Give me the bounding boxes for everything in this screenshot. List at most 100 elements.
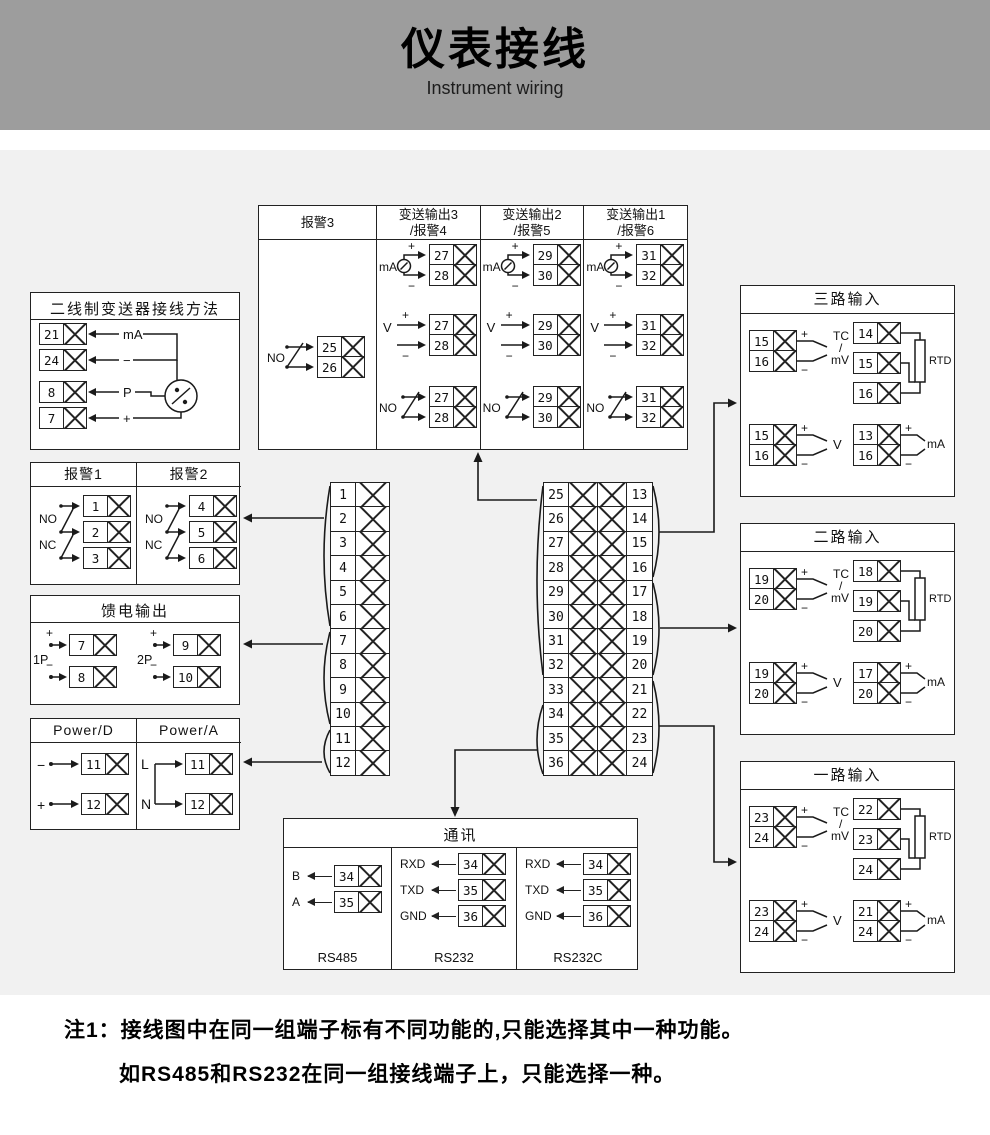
output-columns: 报警3 NO (259, 206, 688, 449)
terminal-number: 12 (81, 793, 106, 815)
page-header: 仪表接线 Instrument wiring (0, 0, 990, 130)
terminal-screw-icon (557, 334, 581, 357)
terminal: 30 (532, 334, 581, 357)
input-panel-title: 三路输入 (813, 290, 882, 308)
minus-label: − (609, 349, 617, 363)
terminal-number: 18 (853, 560, 878, 582)
terminal: 27 (429, 314, 477, 336)
terminal-screw-icon (774, 682, 797, 705)
minus-label: − (46, 658, 54, 672)
terminal-number: 8 (39, 381, 64, 403)
terminal-number: 17 (627, 579, 653, 606)
minus-label: − (511, 279, 519, 293)
terminal-row: 9 (330, 677, 390, 704)
terminal-number: 32 (543, 652, 569, 679)
terminal-screw-icon (64, 323, 87, 345)
column-title-line2: /报警5 (513, 222, 551, 238)
transmitter-rows: 21 mA 24 − 8 P 7 + (31, 293, 239, 449)
transmitter-row: 7 + (39, 407, 199, 429)
ma-label: mA (379, 260, 397, 274)
terminal-row: 4 (330, 555, 390, 582)
neutral-label: N (141, 796, 152, 812)
terminal-screw-icon (210, 753, 233, 775)
alarm-header: 报警1 (31, 463, 136, 487)
center-terminal-block-left: 1 2 3 4 5 6 7 (330, 482, 390, 777)
terminal-screw-icon (598, 677, 627, 704)
transmitter-row: 21 mA (39, 323, 199, 345)
terminal-screw-icon (356, 555, 390, 582)
power-panel: Power/D − + 11 12 (30, 718, 241, 830)
terminal-pair: 29 30 (532, 244, 581, 287)
terminal-number: 29 (532, 314, 558, 336)
terminal-number: 20 (749, 588, 774, 611)
alarm-header: 报警2 (137, 463, 241, 487)
terminal-number: 36 (543, 750, 569, 777)
panel-title: 馈电输出 (100, 603, 169, 620)
comm-row: RXD 34 (392, 851, 516, 877)
terminal: 9 (173, 634, 221, 656)
terminal-number: 23 (749, 900, 774, 922)
signal-label: A (292, 895, 301, 909)
transmit-output-column: 变送输出3 /报警4 (376, 206, 480, 449)
terminal-screw-icon (454, 314, 477, 336)
terminal-number: 23 (627, 726, 653, 753)
group-label: 1P (33, 653, 49, 667)
title-rule (284, 847, 637, 848)
tc-label: TC (833, 329, 849, 343)
v-label: V (833, 437, 842, 452)
two-wire-transmitter-panel: 二线制变送器接线方法 21 mA (30, 292, 240, 450)
terminal-number: 35 (334, 891, 359, 913)
communication-panel: 通讯 B 34 A 35 RS485 (283, 818, 638, 970)
terminal-number: 17 (853, 662, 878, 684)
plus-label: + (615, 239, 623, 253)
terminal-screw-icon (569, 652, 598, 679)
terminal: 35 (583, 879, 631, 901)
terminal-pair: 29 30 (532, 314, 581, 357)
terminal: 3 (83, 547, 131, 569)
terminal: 5 (189, 521, 237, 543)
minus-label: − (150, 658, 158, 672)
no-contact-label: NO (39, 512, 57, 526)
terminal: 16 (749, 350, 797, 373)
terminal-number: 19 (749, 662, 774, 684)
input-panel-header: 一路输入 (741, 762, 954, 790)
column-title-line1: 变送输出1 (606, 206, 666, 222)
terminal: 4 (189, 495, 237, 517)
rs232c-rows: RXD 34 TXD 35 GND 36 (517, 847, 639, 929)
terminal-number: 20 (749, 682, 774, 705)
terminal: 24 (749, 920, 797, 943)
terminal-number: 5 (189, 521, 214, 543)
terminal-number: 33 (543, 677, 569, 704)
terminal-screw-icon (774, 900, 797, 922)
terminal-number: 10 (330, 701, 356, 728)
terminal-screw-icon (661, 244, 685, 266)
terminal-number: 16 (749, 350, 774, 373)
no-contact-label: NO (145, 512, 163, 526)
signal-label: mA (123, 327, 143, 342)
terminal-pair: 27 28 (429, 386, 477, 429)
rs232-label: RS232 (434, 950, 474, 965)
terminal-number: 34 (458, 853, 483, 875)
no-contact-label: NO (586, 401, 605, 415)
terminal-row: 12 (330, 750, 390, 777)
terminal-number: 24 (749, 826, 774, 849)
signal-label: RXD (525, 857, 551, 871)
terminal-row: 35 23 (543, 726, 653, 753)
terminal-number: 31 (543, 628, 569, 655)
terminal-number: 5 (330, 579, 356, 606)
terminal-screw-icon (64, 407, 87, 429)
plus-label: + (408, 239, 416, 253)
terminal-row: 28 16 (543, 555, 653, 582)
terminal-number: 32 (636, 334, 662, 357)
terminal: 24 (853, 920, 901, 943)
plus-label: + (402, 308, 410, 322)
terminal-number: 12 (330, 750, 356, 777)
terminal-number: 13 (627, 482, 653, 508)
wire-arrow-icon (556, 860, 581, 868)
terminal: 12 (185, 793, 233, 815)
terminal: 22 (853, 798, 901, 820)
minus-label: − (905, 933, 913, 947)
terminal-number: 35 (458, 879, 483, 901)
signal-label: − (123, 353, 131, 368)
